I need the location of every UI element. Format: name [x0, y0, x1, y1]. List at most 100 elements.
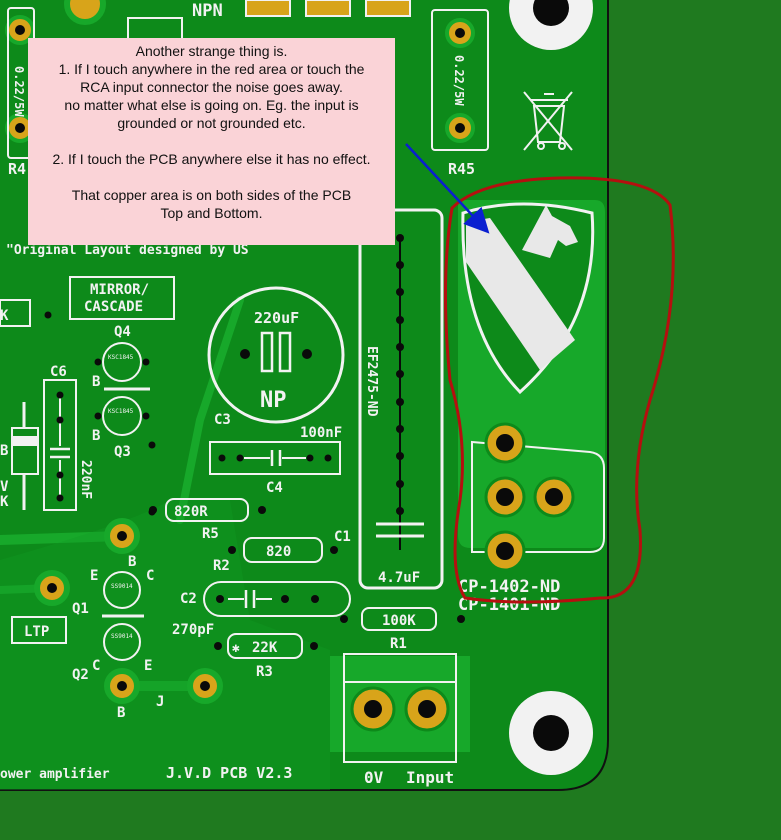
c3-via-left — [240, 349, 250, 359]
r45-outline — [431, 9, 489, 151]
c4-vias — [218, 454, 332, 462]
q1-b-label: B — [128, 554, 136, 570]
c1-label: C1 — [334, 529, 351, 545]
ltp-box — [11, 616, 67, 644]
q4-outline — [102, 342, 142, 382]
ef2475-outline — [358, 208, 444, 590]
c4-value: 100nF — [300, 425, 342, 441]
jumper-label: J — [156, 694, 164, 710]
q1-part: SS9014 — [111, 583, 133, 590]
r4-value: 0.22/5W — [12, 66, 26, 117]
terminal-0v-label: 0V — [364, 768, 384, 787]
q3-part: KSC1845 — [108, 408, 134, 415]
terminal-input-label: Input — [406, 768, 454, 787]
r2-via-left — [228, 546, 236, 554]
c6-label: C6 — [50, 364, 67, 380]
note-copper-line2: Top and Bottom. — [160, 205, 263, 221]
mounting-hole-bottom — [509, 691, 593, 775]
c6-vias — [56, 391, 64, 502]
r2-label: R2 — [213, 558, 230, 574]
r3-marker-icon: ✱ — [232, 641, 240, 656]
q2-b-label: B — [117, 705, 125, 721]
note-point1-line3: no matter what else is going on. Eg. the… — [64, 97, 359, 113]
q-vias — [44, 311, 156, 516]
rca-connector — [471, 422, 605, 572]
note-title: Another strange thing is. — [135, 43, 288, 59]
note-copper-line1: That copper area is on both sides of the… — [71, 187, 352, 203]
q3-label: Q3 — [114, 444, 131, 460]
c2-outline — [203, 581, 351, 617]
npn-pad-row — [245, 0, 411, 17]
annotation-arrow — [405, 143, 490, 234]
weee-bin-icon — [523, 91, 573, 151]
r3-outline — [227, 633, 303, 659]
q1-label: Q1 — [72, 601, 89, 617]
note-point1-line2: RCA input connector the noise goes away. — [80, 79, 343, 95]
q2-part: SS9014 — [111, 633, 133, 640]
terminal-pads — [350, 686, 450, 732]
q2-e-label: E — [144, 658, 152, 674]
left-v-label: V — [0, 479, 9, 495]
r3-value: 22K — [252, 640, 278, 656]
terminal-block-outline — [343, 653, 457, 763]
power-amp-label: ower amplifier — [0, 767, 110, 782]
r2-via-right — [330, 546, 338, 554]
r1-via-left — [340, 615, 348, 623]
annotation-note: Another strange thing is. 1. If I touch … — [28, 38, 395, 245]
r5-via-right — [258, 506, 266, 514]
cavalry-horse-shield-logo — [461, 202, 595, 395]
c3-label: C3 — [214, 412, 231, 428]
copper-pour — [0, 500, 330, 790]
q1-outline — [103, 571, 141, 609]
mirror-label: MIRROR/ — [90, 282, 149, 298]
r2-outline — [243, 537, 323, 563]
mounting-hole-top — [509, 0, 593, 50]
note-point2: 2. If I touch the PCB anywhere else it h… — [52, 151, 371, 167]
note-point1-line1: 1. If I touch anywhere in the red area o… — [58, 61, 365, 77]
q3-b-label: B — [92, 428, 100, 444]
mirror-cascade-box — [69, 276, 175, 320]
left-edge-k-label: K — [0, 308, 9, 324]
board-outline — [0, 0, 609, 791]
r45-value: 0.22/5W — [452, 55, 466, 106]
ef2475-label: EF2475-ND — [364, 346, 379, 417]
c4-label: C4 — [266, 480, 283, 496]
layout-credit: "Original Layout designed by US — [6, 243, 249, 258]
r1-label: R1 — [390, 636, 407, 652]
r45-label: R45 — [448, 160, 475, 178]
r1-value: 100K — [382, 613, 416, 629]
q1-c-label: C — [146, 568, 154, 584]
r5-value: 820R — [174, 504, 208, 520]
c2-value: 270pF — [172, 622, 214, 638]
left-b-label: B — [0, 443, 8, 459]
note-gap — [34, 168, 389, 186]
c3-via-right — [302, 349, 312, 359]
c3-plate-left — [260, 331, 274, 373]
cp1402-label: CP-1402-ND — [458, 577, 560, 597]
c6-outline — [43, 379, 77, 511]
r5-label: R5 — [202, 526, 219, 542]
q4-label: Q4 — [114, 324, 131, 340]
c2-vias — [216, 595, 319, 603]
r3-via-left — [214, 642, 222, 650]
r5-outline — [165, 498, 249, 522]
terminal-copper — [330, 656, 470, 752]
q4-b-label: B — [92, 374, 100, 390]
cap-4u7-label: 4.7uF — [378, 570, 420, 586]
q2-c-label: C — [92, 658, 100, 674]
c6-value: 220nF — [78, 460, 93, 499]
npn-label: NPN — [192, 1, 223, 21]
q2-label: Q2 — [72, 667, 89, 683]
ef2475-vias — [396, 234, 404, 515]
diode-band — [12, 436, 38, 446]
r2-value: 820 — [266, 544, 291, 560]
note-point1-line4: grounded or not grounded etc. — [117, 115, 306, 131]
c3-value: 220uF — [254, 309, 299, 327]
c2-label: C2 — [180, 591, 197, 607]
large-pads — [34, 518, 223, 704]
c3-np-label: NP — [260, 388, 287, 413]
cascade-label: CASCADE — [84, 299, 143, 315]
c3-plate-right — [278, 331, 292, 373]
c3-outline — [207, 286, 345, 424]
